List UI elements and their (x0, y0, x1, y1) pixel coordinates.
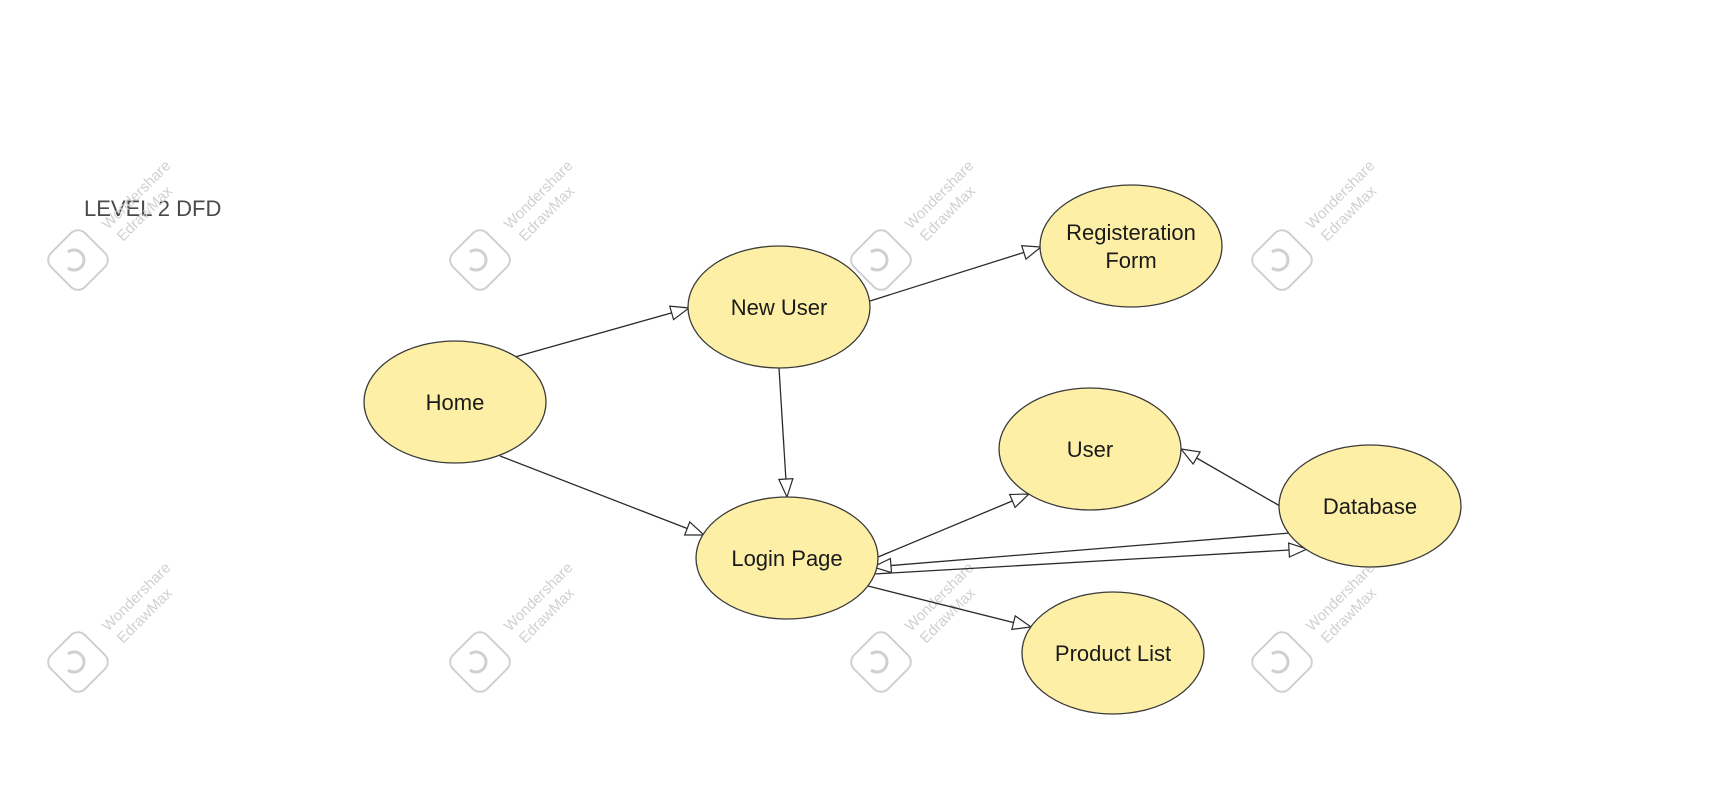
node-product-list[interactable]: Product List (1021, 591, 1205, 715)
diagram-title: LEVEL 2 DFD (84, 196, 222, 221)
edge-home-to-new-user (514, 308, 689, 358)
node-database[interactable]: Database (1278, 444, 1462, 568)
edge-home-to-login-page (499, 455, 704, 535)
node-product-list-label: Product List (1055, 641, 1171, 666)
node-new-user-shape[interactable] (687, 245, 871, 369)
node-home[interactable]: Home (363, 340, 547, 464)
edge-layer (499, 247, 1307, 627)
node-user-shape[interactable] (998, 387, 1182, 511)
edge-database-to-login-page (873, 532, 1291, 567)
node-registration-form-label: Form (1105, 248, 1156, 273)
node-new-user-label: New User (731, 295, 828, 320)
edge-login-page-to-user (877, 494, 1029, 558)
edge-login-page-to-database (873, 549, 1307, 575)
node-home-label: Home (426, 390, 485, 415)
node-registration-form-shape[interactable] (1039, 184, 1223, 308)
edge-new-user-to-login-page (779, 367, 787, 497)
node-product-list-shape[interactable] (1021, 591, 1205, 715)
node-login-page-label: Login Page (731, 546, 842, 571)
node-registration-form-label: Registeration (1066, 220, 1196, 245)
node-new-user[interactable]: New User (687, 245, 871, 369)
edge-new-user-to-registration-form (869, 247, 1041, 302)
edge-database-to-user (1181, 449, 1281, 507)
node-home-shape[interactable] (363, 340, 547, 464)
node-database-shape[interactable] (1278, 444, 1462, 568)
node-user-label: User (1067, 437, 1113, 462)
node-database-label: Database (1323, 494, 1417, 519)
node-login-page-shape[interactable] (695, 496, 879, 620)
edge-login-page-to-product-list (867, 585, 1031, 627)
node-user[interactable]: User (998, 387, 1182, 511)
node-login-page[interactable]: Login Page (695, 496, 879, 620)
